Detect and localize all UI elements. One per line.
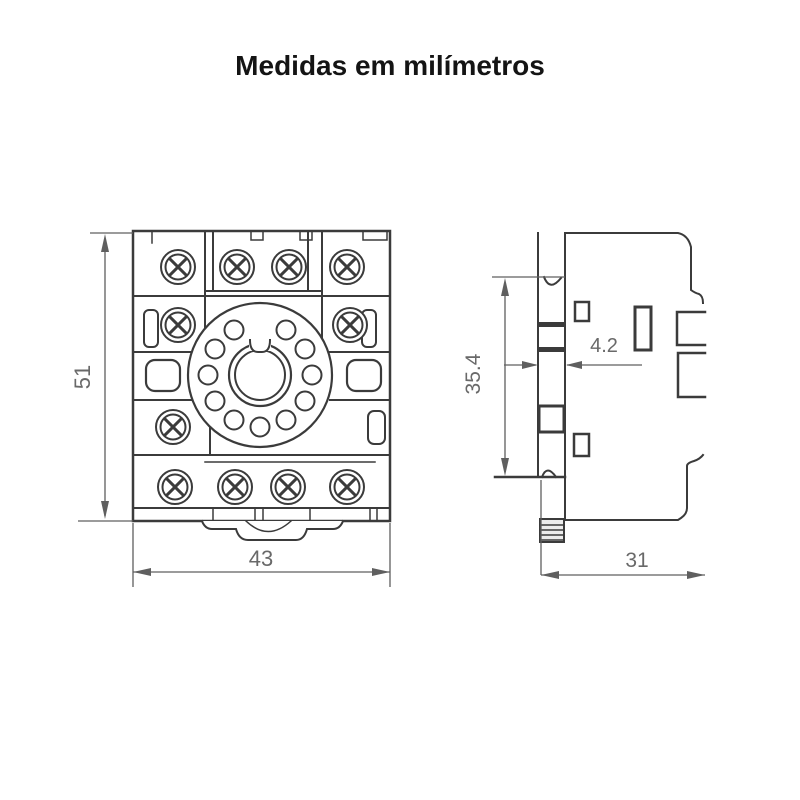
relay-socket-front-view (131, 229, 392, 541)
pin-hole (204, 338, 226, 360)
screw-terminal-icon (159, 306, 197, 344)
dimension-front-height: 51 (70, 232, 133, 522)
pin-hole (223, 409, 245, 431)
screw-terminal-icon (156, 468, 194, 506)
flange-window (537, 404, 566, 434)
body-slot-upper (573, 300, 591, 323)
screw-terminal-icon (328, 468, 366, 506)
pin-hole (197, 364, 219, 386)
pin-hole (294, 338, 316, 360)
dimension-label-width-front: 43 (249, 546, 273, 571)
screw-terminal-icon (331, 306, 369, 344)
screw-terminal-icon (154, 408, 192, 446)
screw-terminal-icon (328, 248, 366, 286)
pin-hole (204, 390, 226, 412)
pin-hole (294, 390, 316, 412)
dimension-flange-thickness: 4.2 (504, 335, 642, 369)
terminal-tab-upper (675, 310, 707, 347)
dimension-side-height: 35.4 (462, 276, 567, 479)
pin-hole (275, 319, 297, 341)
pin-hole (223, 319, 245, 341)
page-title: Medidas em milímetros (235, 50, 545, 81)
body-slot-lower (572, 432, 591, 458)
terminal-tab-lower (676, 351, 707, 399)
keyway-notch (248, 338, 272, 353)
pin-hole (301, 364, 323, 386)
pin-hole (275, 409, 297, 431)
side-latch-lower-right (367, 410, 386, 445)
dimension-label-depth-side: 31 (625, 549, 648, 572)
dimension-front-width: 43 (132, 523, 391, 587)
dimension-label-height-side: 35.4 (462, 353, 485, 394)
side-latch-left (143, 309, 159, 348)
mounting-slot-left (144, 358, 182, 393)
pin-hole (249, 416, 271, 438)
dimension-label-flange: 4.2 (590, 335, 618, 357)
body-vent-slot (633, 305, 653, 352)
dimension-label-height-front: 51 (70, 365, 95, 389)
dimension-side-depth: 31 (541, 549, 705, 579)
relay-socket-side-view (537, 232, 707, 575)
screw-terminal-icon (269, 468, 307, 506)
center-hole (227, 342, 293, 408)
screw-terminal-icon (270, 248, 308, 286)
screw-terminal-icon (216, 468, 254, 506)
din-clip (539, 480, 565, 575)
center-hub (186, 301, 334, 449)
mounting-slot-right (345, 358, 383, 393)
screw-terminal-icon (218, 248, 256, 286)
screw-terminal-icon (159, 248, 197, 286)
